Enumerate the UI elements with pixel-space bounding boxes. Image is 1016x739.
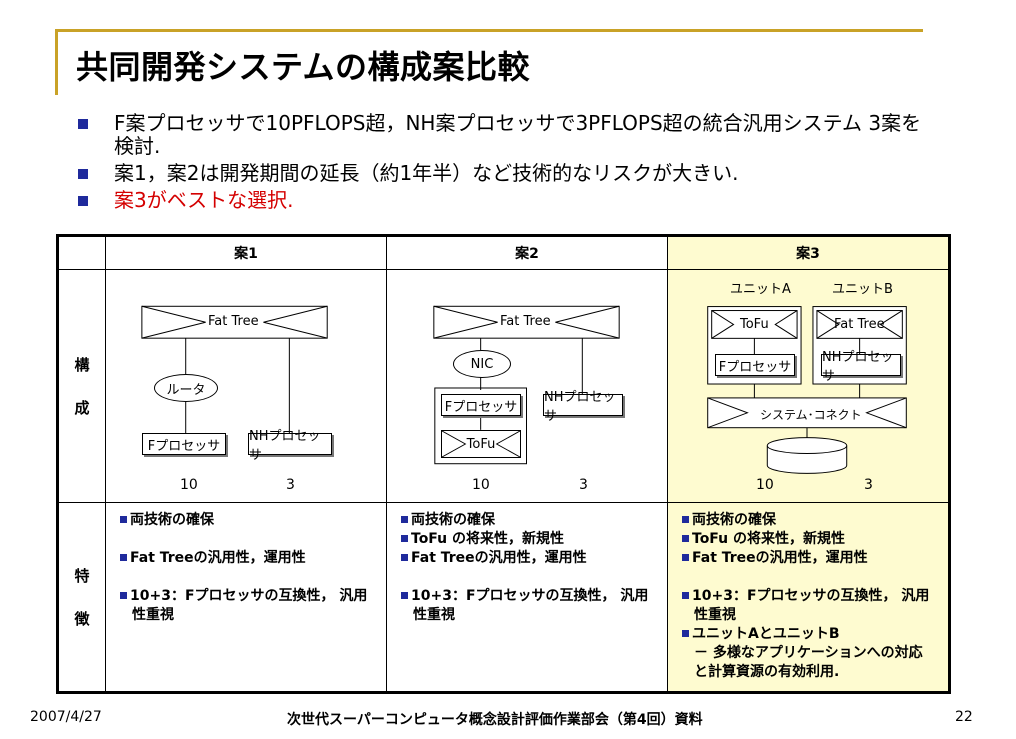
plan3-f-processor: Fプロセッサ <box>715 354 795 376</box>
feature-item: 両技術の確保 <box>682 511 948 530</box>
plan2-features-cell: 両技術の確保 ToFu の将来性，新規性 Fat Treeの汎用性，運用性 10… <box>386 502 668 693</box>
plan3-fat-tree-label: Fat Tree <box>834 317 885 332</box>
plan2-nic: NIC <box>453 350 511 378</box>
plan3-unit-a-label: ユニットA <box>730 282 791 297</box>
title-accent-side <box>55 29 58 95</box>
feature-item: Fat Treeの汎用性，運用性 <box>682 549 948 568</box>
bullet-square-icon <box>78 196 88 206</box>
bullet-square-icon <box>682 592 689 599</box>
plan3-unit-b-label: ユニットB <box>832 282 893 297</box>
plan1-count-nh: 3 <box>286 477 295 493</box>
features-row-label: 特 徴 <box>57 502 106 693</box>
plan3-diagram-lines <box>707 306 907 474</box>
plan3-config-cell: ユニットA ユニットB ToFu Fat Tree Fプロセッサ NHプロセッサ… <box>667 269 950 503</box>
plan1-f-processor: Fプロセッサ <box>142 433 226 455</box>
feature-item: Fat Treeの汎用性，運用性 <box>120 549 386 568</box>
feature-item: 両技術の確保 <box>401 511 667 530</box>
config-row: 構 成 Fat Tree ルータ Fプロセッサ NHプロセッサ 10 3 <box>57 269 950 503</box>
feature-item: ユニットAとユニットB <box>682 625 948 644</box>
plan1-features-cell: 両技術の確保 Fat Treeの汎用性，運用性 10+3：Fプロセッサの互換性，… <box>105 502 387 693</box>
plan3-system-connect: システム･コネクト <box>760 408 862 422</box>
bullet-square-icon <box>78 169 88 179</box>
bullet-square-icon <box>682 630 689 637</box>
bullet-square-icon <box>120 592 127 599</box>
plan1-router: ルータ <box>154 374 218 402</box>
feature-item: 10+3：Fプロセッサの互換性， 汎用 <box>120 587 386 606</box>
table-header-row: 案1 案2 案3 <box>57 235 950 270</box>
bullet-square-icon <box>401 535 408 542</box>
feature-item: ToFu の将来性，新規性 <box>682 530 948 549</box>
page-number: 22 <box>955 709 973 725</box>
plan1-count-f: 10 <box>180 477 198 493</box>
plan1-diagram-lines <box>141 305 328 434</box>
plan2-f-processor: Fプロセッサ <box>441 394 521 416</box>
plan3-count-nh: 3 <box>864 477 873 493</box>
plan1-nh-processor: NHプロセッサ <box>248 429 332 463</box>
feature-item: 両技術の確保 <box>120 511 386 530</box>
plan2-count-f: 10 <box>472 477 490 493</box>
slide-title: 共同開発システムの構成案比較 <box>76 48 531 86</box>
plan2-fat-tree-label: Fat Tree <box>500 314 551 329</box>
bullet-item-highlight: 案3がベストな選択. <box>78 189 938 212</box>
plan2-nh-processor: NHプロセッサ <box>543 390 623 424</box>
header-plan3: 案3 <box>667 235 950 270</box>
config-row-label: 構 成 <box>57 269 106 503</box>
feature-item: 10+3：Fプロセッサの互換性， 汎用 <box>401 587 667 606</box>
plan1-fat-tree-label: Fat Tree <box>208 314 259 329</box>
plan3-nh-processor: NHプロセッサ <box>821 350 901 384</box>
feature-item: ToFu の将来性，新規性 <box>401 530 667 549</box>
plan2-tofu-crossbar <box>442 431 520 457</box>
bullet-square-icon <box>682 554 689 561</box>
bullet-square-icon <box>120 554 127 561</box>
plan3-tofu-label: ToFu <box>740 317 769 332</box>
features-row: 特 徴 両技術の確保 Fat Treeの汎用性，運用性 10+3：Fプロセッサの… <box>57 502 950 693</box>
bullet-square-icon <box>401 516 408 523</box>
bullet-square-icon <box>682 535 689 542</box>
bullet-item: 案1，案2は開発期間の延長（約1年半）など技術的なリスクが大きい. <box>78 162 938 185</box>
plan3-count-f: 10 <box>756 477 774 493</box>
bullet-item: F案プロセッサで10PFLOPS超，NH案プロセッサで3PFLOPS超の統合汎用… <box>78 112 938 158</box>
bullet-square-icon <box>78 119 88 129</box>
bullet-list: F案プロセッサで10PFLOPS超，NH案プロセッサで3PFLOPS超の統合汎用… <box>78 112 938 216</box>
title-accent-line <box>55 29 923 32</box>
footer-title: 次世代スーパーコンピュータ概念設計評価作業部会（第4回）資料 <box>287 712 703 728</box>
feature-item: 10+3：Fプロセッサの互換性， 汎用 <box>682 587 948 606</box>
header-plan1: 案1 <box>105 235 387 270</box>
plan1-config-cell: Fat Tree ルータ Fプロセッサ NHプロセッサ 10 3 <box>105 269 387 503</box>
plan3-features-cell: 両技術の確保 ToFu の将来性，新規性 Fat Treeの汎用性，運用性 10… <box>667 502 950 693</box>
plan2-diagram-lines <box>433 305 620 465</box>
comparison-table: 案1 案2 案3 構 成 Fat Tree ルータ Fプロセッサ <box>56 234 951 694</box>
footer-date: 2007/4/27 <box>30 709 102 725</box>
plan2-config-cell: Fat Tree NIC Fプロセッサ ToFu NHプロセッサ 10 3 <box>386 269 668 503</box>
bullet-square-icon <box>120 516 127 523</box>
header-plan2: 案2 <box>386 235 668 270</box>
plan2-tofu: ToFu <box>441 430 521 458</box>
plan2-count-nh: 3 <box>579 477 588 493</box>
feature-item: Fat Treeの汎用性，運用性 <box>401 549 667 568</box>
bullet-square-icon <box>401 592 408 599</box>
bullet-square-icon <box>682 516 689 523</box>
bullet-square-icon <box>401 554 408 561</box>
corner-cell <box>57 235 106 270</box>
